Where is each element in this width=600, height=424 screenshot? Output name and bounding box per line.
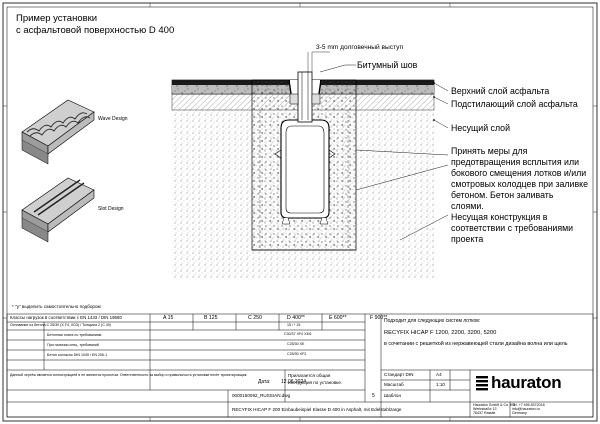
drawing-footer-title: RECYFIX HICAP F 200 Einbaubeispiel Klass… [232,407,402,412]
callout-top-asphalt: Верхний слой асфальта [451,86,550,96]
standard-label: Стандарт DIN [384,372,414,377]
footnote: * "y" выделить самостоятельно подбором [12,304,101,309]
drawing-date: 12.06.2024 [281,379,307,385]
drawing-file-name: 0000150092_RUSSIAN.dwg [232,393,291,398]
scale-label: Масштаб [384,382,404,387]
date-label: Дата: [258,379,271,385]
concrete-row-value: C30/37 XF4 XM1 [284,332,312,336]
left-note: Бетонная плита по требованиям [47,333,102,337]
product-name: RECYFIX HICAP F 1200, 2200, 3200, 5200 [384,330,497,336]
load-class-cell: C 250 [248,315,262,321]
company-address: 76437 Rastatt [473,411,496,415]
scale-value: 1:10 [436,382,445,387]
install-note-line: Прилагается общая [288,373,331,378]
load-class-row-label: Классы нагрузок в соответствии с EN 1433… [10,315,122,320]
callout-base-asphalt: Подстилающий слой асфальта [451,99,578,109]
load-class-cell: E 600** [329,315,347,321]
standard-value: A4 [436,372,442,377]
product-description: в сочетании с решеткой из нержавеющей ст… [384,341,568,347]
wave-design-illustration [21,99,95,165]
callout-load-layer: Несущий слой [451,123,510,133]
callout-support-line: соответствии с требованиями [451,223,574,233]
company-email: info@hauraton.ru [512,407,540,411]
callout-measures-line: слоями. [451,201,484,211]
callout-measures-line: Принять меры для [451,146,528,156]
concrete-row-value: C25/30 XE [287,342,305,346]
page-number: 5 [372,393,375,399]
company-country: Germany [512,411,527,415]
slot-design-label: Slot Design [98,206,124,212]
page-title-line2: с асфальтовой поверхностью D 400 [16,25,175,36]
callout-measures-line: предотвращения всплытия или [451,157,579,167]
company-phone: Tel. +7 495 8372018 [512,403,545,407]
company-address: Werkstraße 13 [473,407,497,411]
callout-flush-offset: 3-5 mm долговечный выступ [316,44,404,51]
company-name: Hauraton GmbH & Co. KG [473,403,516,407]
concrete-row-label: Основание из бетона C 25/30 (X F4, XD3) … [10,323,111,327]
suitable-systems-label: Подходит для следующих систем лотков: [384,318,481,324]
page-title-line1: Пример установки [16,13,98,24]
concrete-row-value: 15 / * 15 [287,323,301,327]
disclaimer-text: Данный чертёж является иллюстрацией и не… [10,373,248,377]
wave-design-label: Wave Design [98,116,128,122]
load-class-cell: D 400** [287,315,305,321]
hauraton-logo-mark [476,376,488,391]
callout-support-line: проекта [451,234,484,244]
load-class-cell: A 15 [163,315,174,321]
left-note: При наличии спец. требований [47,343,99,347]
sheet-label: Шаблон [384,393,402,398]
left-note: Бетон согласно DIN 1045 / EN 206-1 [47,353,108,357]
load-class-cell: B 125 [204,315,218,321]
load-class-cell: F 900** [370,315,388,321]
callout-measures-line: смотровых колодцев при заливке [451,179,588,189]
slot-design-illustration [21,177,95,243]
concrete-row-value: C25/30 XF3 [287,352,307,356]
callout-measures-line: бетоном. Бетон заливать [451,190,554,200]
install-note-line: инструкция по установке. [288,380,343,385]
callout-measures-line: бокового смещения лотков и/или [451,168,587,178]
callout-support-line: Несущая конструкция в [451,212,548,222]
callout-bitumen-joint: Битумный шов [357,60,418,70]
brand-logo: hauraton [491,373,562,392]
